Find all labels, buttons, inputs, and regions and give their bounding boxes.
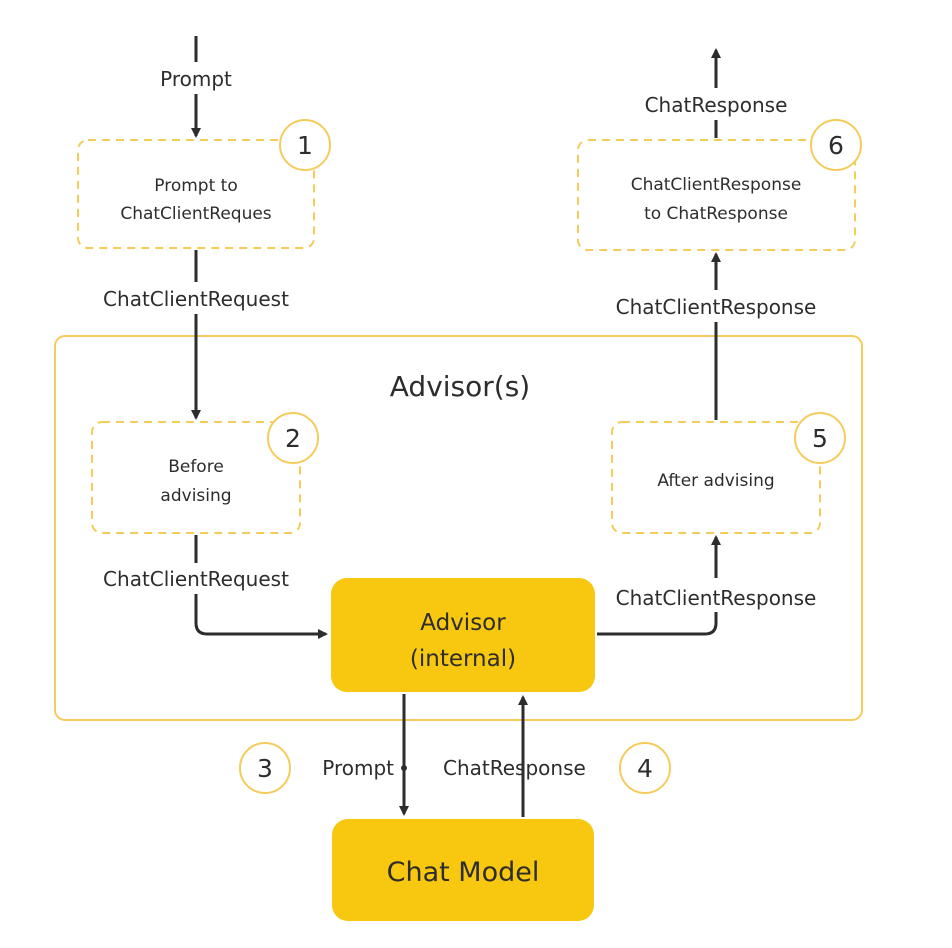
step-6-number: 6 [828, 131, 844, 160]
advisor-internal-line1: Advisor [420, 610, 506, 636]
step-2-number: 2 [285, 424, 301, 453]
arrow-to-advisor-internal [194, 594, 328, 639]
advisors-group-box [54, 335, 863, 721]
step-2-label-line2: advising [160, 486, 231, 506]
edge-label-output-response: ChatResponse [645, 93, 788, 117]
step-4-badge [619, 742, 671, 794]
edge-label-prompt-to-model: Prompt [322, 756, 394, 780]
edge-label-response-from-model: ChatResponse [443, 756, 586, 780]
edge-label-request-after-1: ChatClientRequest [103, 287, 289, 311]
prompt-connector-dot [401, 765, 407, 771]
edge-label-request-after-2: ChatClientRequest [103, 567, 289, 591]
edge-label-response-after-internal: ChatClientResponse [616, 586, 817, 610]
arrow-to-step5-bottom [597, 612, 718, 636]
chat-model-node [332, 819, 594, 921]
step-1-badge [279, 119, 331, 171]
advisors-group-title: Advisor(s) [390, 370, 530, 403]
step-6-label-line2: to ChatResponse [644, 204, 788, 224]
chat-model-label: Chat Model [387, 857, 540, 888]
edge-label-input-prompt: Prompt [160, 67, 232, 91]
step-5-number: 5 [812, 424, 828, 453]
edge-label-response-after-5: ChatClientResponse [616, 295, 817, 319]
step-6-box [577, 139, 856, 251]
step-5-label-line1: After advising [657, 471, 774, 491]
step-4-number: 4 [637, 754, 653, 783]
step-1-label-line1: Prompt to [154, 176, 237, 196]
step-1-number: 1 [297, 131, 313, 160]
advisor-internal-node [331, 578, 595, 692]
step-5-badge [794, 412, 846, 464]
step-2-badge [267, 412, 319, 464]
advisor-internal-line2: (internal) [410, 646, 516, 672]
step-3-badge [239, 742, 291, 794]
step-3-number: 3 [257, 754, 273, 783]
step-2-label-line1: Before [168, 457, 224, 477]
step-1-label-line2: ChatClientReques [120, 204, 271, 224]
step-6-badge [810, 119, 862, 171]
step-6-label-line1: ChatClientResponse [631, 175, 802, 195]
